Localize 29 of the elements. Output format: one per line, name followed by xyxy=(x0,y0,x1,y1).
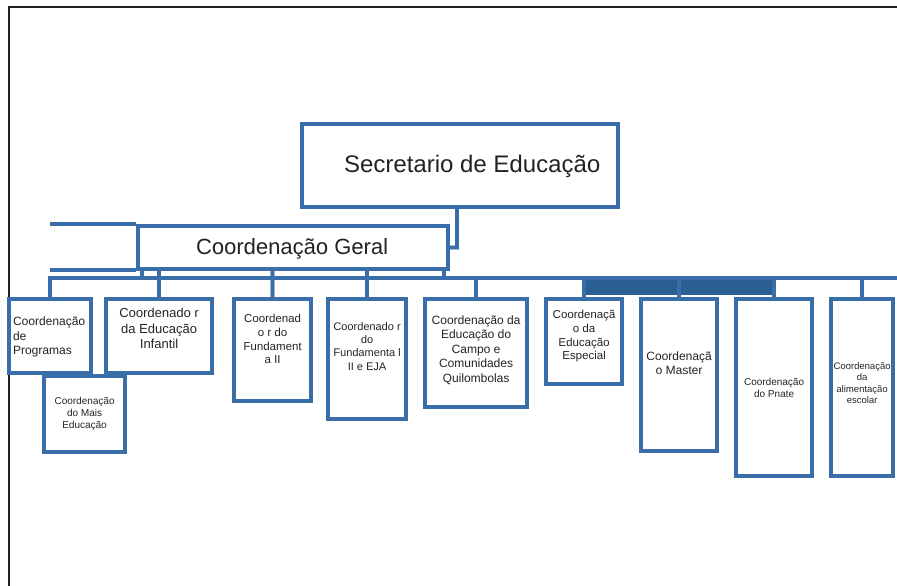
box-label: Coordenação da Educação do Campo e Comunidades Quilombolas xyxy=(431,313,521,385)
box-label: Coordenaçã o da Educação Especial xyxy=(552,309,616,364)
org-box xyxy=(104,297,214,375)
org-box xyxy=(734,297,814,478)
connector-line xyxy=(157,271,161,297)
org-box xyxy=(136,224,450,271)
connector-line xyxy=(48,271,144,297)
org-box xyxy=(232,297,313,403)
org-box xyxy=(639,297,719,453)
org-box xyxy=(829,297,895,478)
connector-line xyxy=(270,271,274,297)
org-box xyxy=(300,122,620,209)
box-label: Coordenad o r do Fundament a II xyxy=(242,313,303,368)
box-label: Coordenado r do Fundamenta l II e EJA xyxy=(332,321,402,374)
org-box xyxy=(326,297,408,421)
box-label: Coordenado r da Educação Infantil xyxy=(118,305,200,352)
org-box xyxy=(544,297,624,386)
box-label: Coordenação da alimentação escolar xyxy=(833,361,891,407)
connector-line xyxy=(365,271,369,297)
box-label: Coordenaçã o Master xyxy=(645,349,713,378)
box-label: Coordenação do Pnate xyxy=(742,377,806,401)
org-box xyxy=(7,297,93,375)
org-box xyxy=(423,297,529,409)
box-label: Coordenação Geral xyxy=(196,234,388,261)
connector-line xyxy=(450,209,459,250)
box-label: Secretario de Educação xyxy=(344,151,600,180)
org-box xyxy=(42,374,127,454)
box-label: Coordenação de Programas xyxy=(13,314,86,358)
box-label: Coordenação do Mais Educação xyxy=(53,396,116,432)
